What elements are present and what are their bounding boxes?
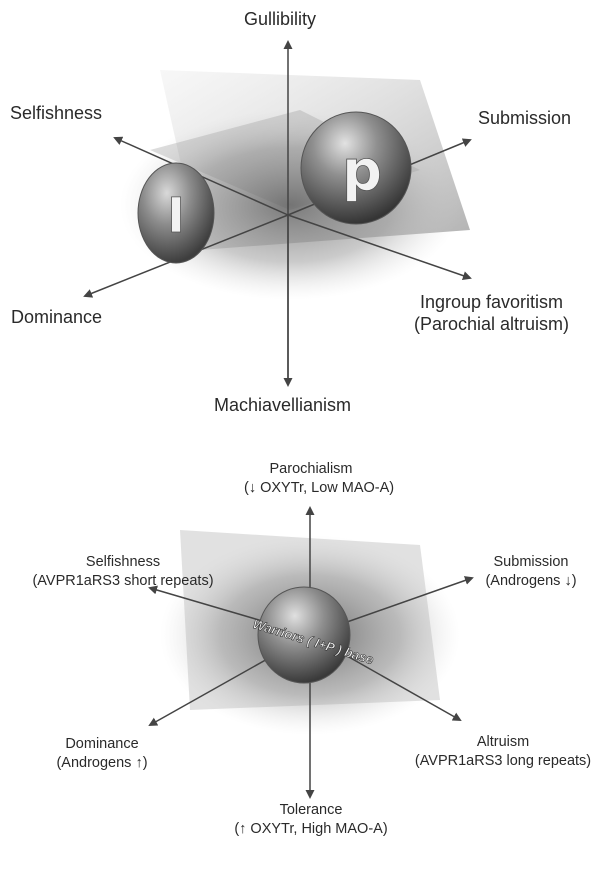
label-altruism-line1: Altruism [476,734,530,750]
label-altruism-line2: (AVPR1aRS3 long repeats) [414,753,592,769]
label-ingroup-favoritism-line1: Ingroup favoritism [419,292,564,312]
label-selfishness: Selfishness (AVPR1aRS3 short repeats) [8,553,238,591]
sphere-p-letter: p [342,139,382,204]
bottom-diagram: Warriors ( I+P ) base Parochialism (↓ OX… [0,450,608,873]
label-dominance: Dominance [11,307,103,327]
label-selfishness-line2: (AVPR1aRS3 short repeats) [32,573,214,589]
label-selfishness: Selfishness [10,103,103,123]
label-submission-line2: (Androgens ↓) [485,573,577,589]
label-machiavellianism: Machiavellianism [214,395,352,415]
label-gullibility: Gullibility [244,9,317,29]
sphere-i-letter: I [167,188,185,244]
label-tolerance-line1: Tolerance [279,802,343,818]
label-dominance-line1: Dominance [65,736,139,752]
label-selfishness-line1: Selfishness [85,554,161,570]
label-tolerance: Tolerance (↑ OXYTr, High MAO-A) [226,801,396,839]
label-ingroup-favoritism-line2: (Parochial altruism) [414,314,570,334]
axis-ingroup-favoritism-arrow [287,214,472,280]
label-tolerance-line2: (↑ OXYTr, High MAO-A) [234,821,388,837]
label-parochialism: Parochialism (↓ OXYTr, Low MAO-A) [244,460,395,498]
sphere-p: p [300,111,412,225]
label-submission: Submission (Androgens ↓) [466,553,596,591]
label-submission-line1: Submission [493,554,569,570]
label-dominance: Dominance (Androgens ↑) [42,735,162,773]
warriors-sphere: Warriors ( I+P ) base [251,586,376,684]
top-diagram-graphic: I p [83,40,472,387]
bottom-diagram-graphic: Warriors ( I+P ) base [148,506,474,799]
label-submission: Submission [478,108,572,128]
top-diagram: I p Gullibility Selfishness Submission D… [0,0,608,420]
label-parochialism-line1: Parochialism [269,461,353,477]
label-ingroup-favoritism: Ingroup favoritism (Parochial altruism) [414,291,569,335]
label-dominance-line2: (Androgens ↑) [56,755,148,771]
label-altruism: Altruism (AVPR1aRS3 long repeats) [400,733,606,771]
sphere-i: I [137,162,215,264]
label-parochialism-line2: (↓ OXYTr, Low MAO-A) [244,480,395,496]
